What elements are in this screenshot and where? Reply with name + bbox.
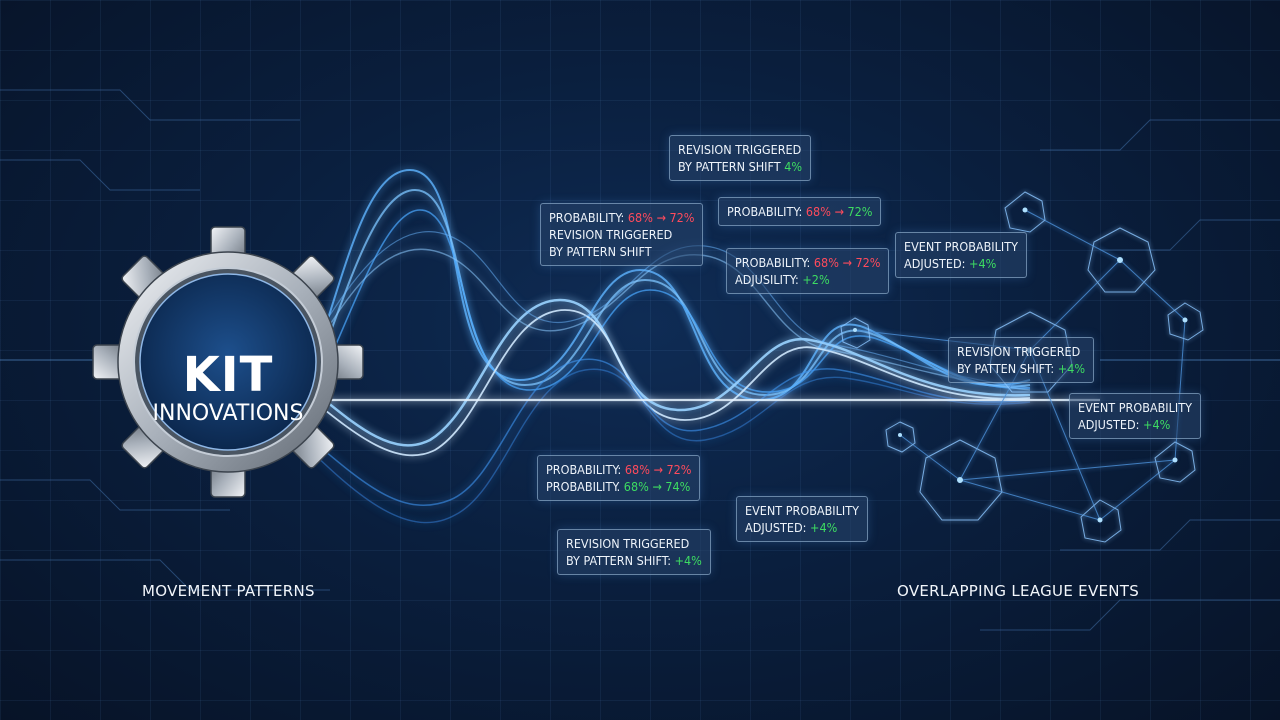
info-line: EVENT PROBABILITY: [904, 239, 1018, 254]
info-delta: +4%: [674, 553, 702, 568]
info-delta: 68% → 72%: [813, 255, 881, 270]
wave-bundle: [200, 168, 1100, 524]
info-delta: +4%: [810, 520, 838, 535]
info-text: PROBABILITY:: [727, 204, 806, 219]
info-delta: 68% → 74%: [623, 479, 691, 494]
info-text: PROBABILITY:: [549, 210, 628, 225]
info-line: ADJUSTED: +4%: [904, 255, 1018, 272]
info-box-probability-double: PROBABILITY: 68% → 72% PROBABILITY. 68% …: [537, 455, 701, 501]
info-box-event-probability-right: EVENT PROBABILITY ADJUSTED: +4%: [1069, 393, 1201, 439]
info-text: BY PATTERN SHIFT:: [566, 553, 675, 568]
caption-movement-patterns: MOVEMENT PATTERNS: [142, 582, 315, 600]
info-line: PROBABILITY: 68% → 72%: [727, 203, 872, 220]
info-line: BY PATTERN SHIFT: +4%: [566, 552, 702, 569]
info-delta: +2%: [802, 272, 830, 287]
info-text: ADJUSILITY:: [735, 272, 803, 287]
info-box-event-probability-bottom: EVENT PROBABILITY ADJUSTED: +4%: [736, 496, 868, 542]
info-text: ADJUSTED:: [745, 520, 811, 535]
info-delta: 68% →: [805, 204, 848, 219]
caption-league-events: OVERLAPPING LEAGUE EVENTS: [897, 582, 1140, 600]
info-line: PROBABILITY. 68% → 74%: [546, 478, 691, 495]
info-box-probability-single: PROBABILITY: 68% → 72%: [718, 197, 882, 226]
info-line: EVENT PROBABILITY: [1078, 400, 1192, 415]
info-delta: +4%: [1057, 361, 1086, 376]
info-box-probability-revision: PROBABILITY: 68% → 72% REVISION TRIGGERE…: [540, 203, 704, 266]
info-box-revision-bottom: REVISION TRIGGERED BY PATTERN SHIFT: +4%: [557, 529, 711, 575]
info-line: BY PATTERN SHIFT: [549, 244, 652, 259]
info-line: REVISION TRIGGERED: [566, 536, 690, 551]
info-line: EVENT PROBABILITY: [745, 503, 859, 518]
info-line: ADJUSTED: +4%: [745, 519, 859, 536]
info-line: ADJUSTED: +4%: [1078, 416, 1192, 433]
info-line: REVISION TRIGGERED: [678, 142, 802, 157]
info-line: BY PATTEN SHIFT: +4%: [957, 360, 1085, 377]
info-text: PROBABILITY.: [546, 479, 624, 494]
info-delta: 68% → 72%: [624, 462, 692, 477]
info-delta: 68% → 72%: [627, 210, 695, 225]
gear-icon: [92, 226, 364, 498]
info-box-probability-adjusility: PROBABILITY: 68% → 72% ADJUSILITY: +2%: [726, 248, 890, 294]
circuit-traces: [0, 89, 1280, 631]
info-text: BY PATTEN SHIFT:: [957, 361, 1058, 376]
info-delta: +4%: [969, 256, 997, 271]
info-line: REVISION TRIGGERED: [549, 227, 673, 242]
info-text: PROBABILITY:: [735, 255, 814, 270]
info-line: PROBABILITY: 68% → 72%: [549, 209, 694, 226]
info-box-event-probability-top: EVENT PROBABILITY ADJUSTED: +4%: [895, 232, 1027, 278]
info-line: ADJUSILITY: +2%: [735, 271, 880, 288]
info-text: ADJUSTED:: [904, 256, 970, 271]
info-delta: +4%: [1143, 417, 1171, 432]
info-box-revision-top: REVISION TRIGGERED BY PATTERN SHIFT 4%: [669, 135, 812, 181]
info-line: PROBABILITY: 68% → 72%: [546, 461, 691, 478]
info-delta: 4%: [784, 159, 803, 174]
info-line: PROBABILITY: 68% → 72%: [735, 254, 880, 271]
info-text: BY PATTERN SHIFT: [678, 159, 785, 174]
info-box-revision-right: REVISION TRIGGERED BY PATTEN SHIFT: +4%: [948, 337, 1095, 383]
info-line: REVISION TRIGGERED: [957, 344, 1081, 359]
info-text: ADJUSTED:: [1078, 417, 1144, 432]
info-delta: 72%: [847, 204, 873, 219]
info-line: BY PATTERN SHIFT 4%: [678, 158, 802, 175]
info-text: PROBABILITY:: [546, 462, 625, 477]
